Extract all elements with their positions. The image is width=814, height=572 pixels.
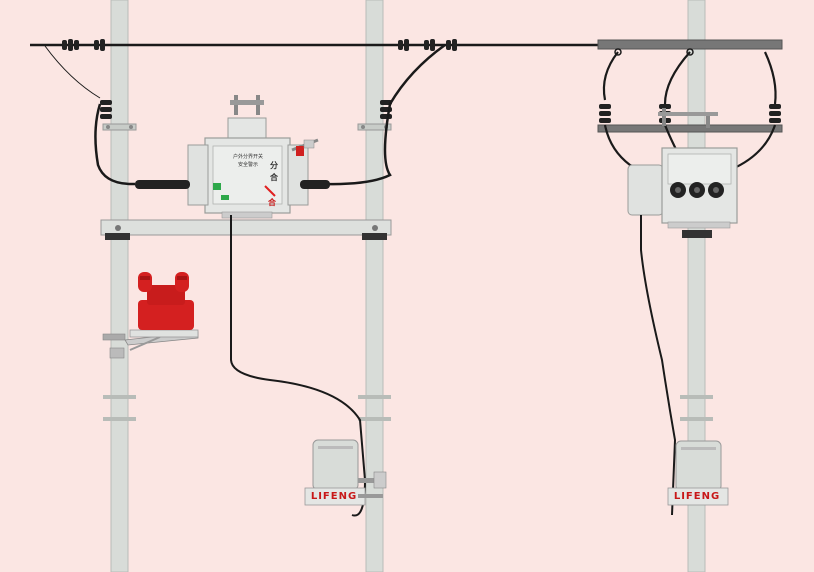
controller-left-brand: LIFENG — [311, 491, 357, 502]
line-insulator-middle — [398, 39, 457, 51]
pole-left — [103, 0, 136, 572]
control-cable-right — [640, 215, 677, 516]
crossarm-right-lower — [597, 124, 783, 133]
voltage-transformer — [102, 272, 199, 359]
breaker-label-close: 合 — [269, 172, 279, 182]
pole-middle — [358, 0, 391, 572]
crossarm-right-top — [597, 39, 783, 50]
green-indicator — [213, 183, 221, 190]
line-insulator-left — [62, 39, 105, 51]
cable-drop-middle — [324, 43, 446, 186]
bracket-left-upper — [102, 123, 137, 131]
post-insulator-left — [100, 100, 112, 119]
breaker-mark-close: 合 — [267, 197, 277, 207]
pole-right — [680, 0, 713, 572]
breaker-label-line1: 户外分界开关 — [233, 153, 263, 160]
cable-drop-left — [94, 103, 136, 186]
breaker-right — [627, 108, 738, 238]
controller-right-brand: LIFENG — [674, 491, 720, 502]
vacuum-breaker: 户外分界开关 安全警示 分 合 合 — [135, 95, 330, 219]
controller-right: LIFENG — [667, 440, 729, 506]
crossarm-main — [100, 219, 392, 240]
controller-left: LIFENG — [304, 439, 387, 506]
breaker-label-open: 分 — [270, 160, 278, 170]
overhead-line — [30, 43, 600, 99]
breaker-label-line2: 安全警示 — [238, 161, 258, 168]
